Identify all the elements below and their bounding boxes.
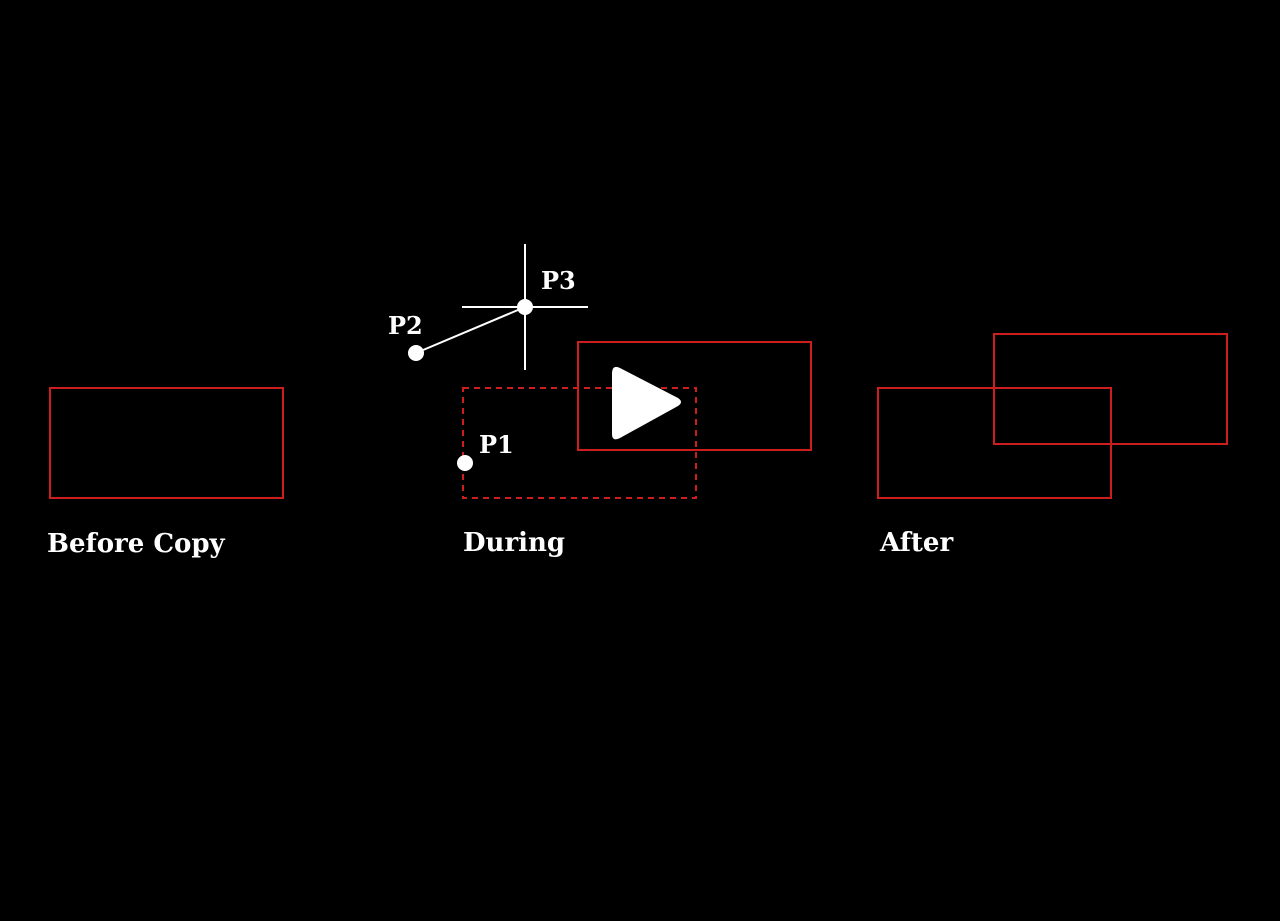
- caption-before-copy: Before Copy: [47, 529, 225, 559]
- displacement-line: [415, 306, 526, 354]
- copied-rectangle-preview: [577, 341, 812, 451]
- after-copied-rectangle: [993, 333, 1228, 445]
- original-rectangle: [49, 387, 284, 499]
- caption-during: During: [463, 528, 566, 558]
- original-rectangle-dashed: [462, 387, 697, 499]
- point-p2-label: P2: [388, 311, 423, 340]
- play-button[interactable]: [596, 358, 692, 454]
- play-icon: [612, 366, 681, 440]
- point-p1-marker: [457, 455, 473, 471]
- point-p1-label: P1: [479, 430, 514, 459]
- point-p3-marker: [517, 299, 533, 315]
- point-p3-label: P3: [541, 266, 576, 295]
- point-p2-marker: [408, 345, 424, 361]
- caption-after: After: [880, 528, 954, 558]
